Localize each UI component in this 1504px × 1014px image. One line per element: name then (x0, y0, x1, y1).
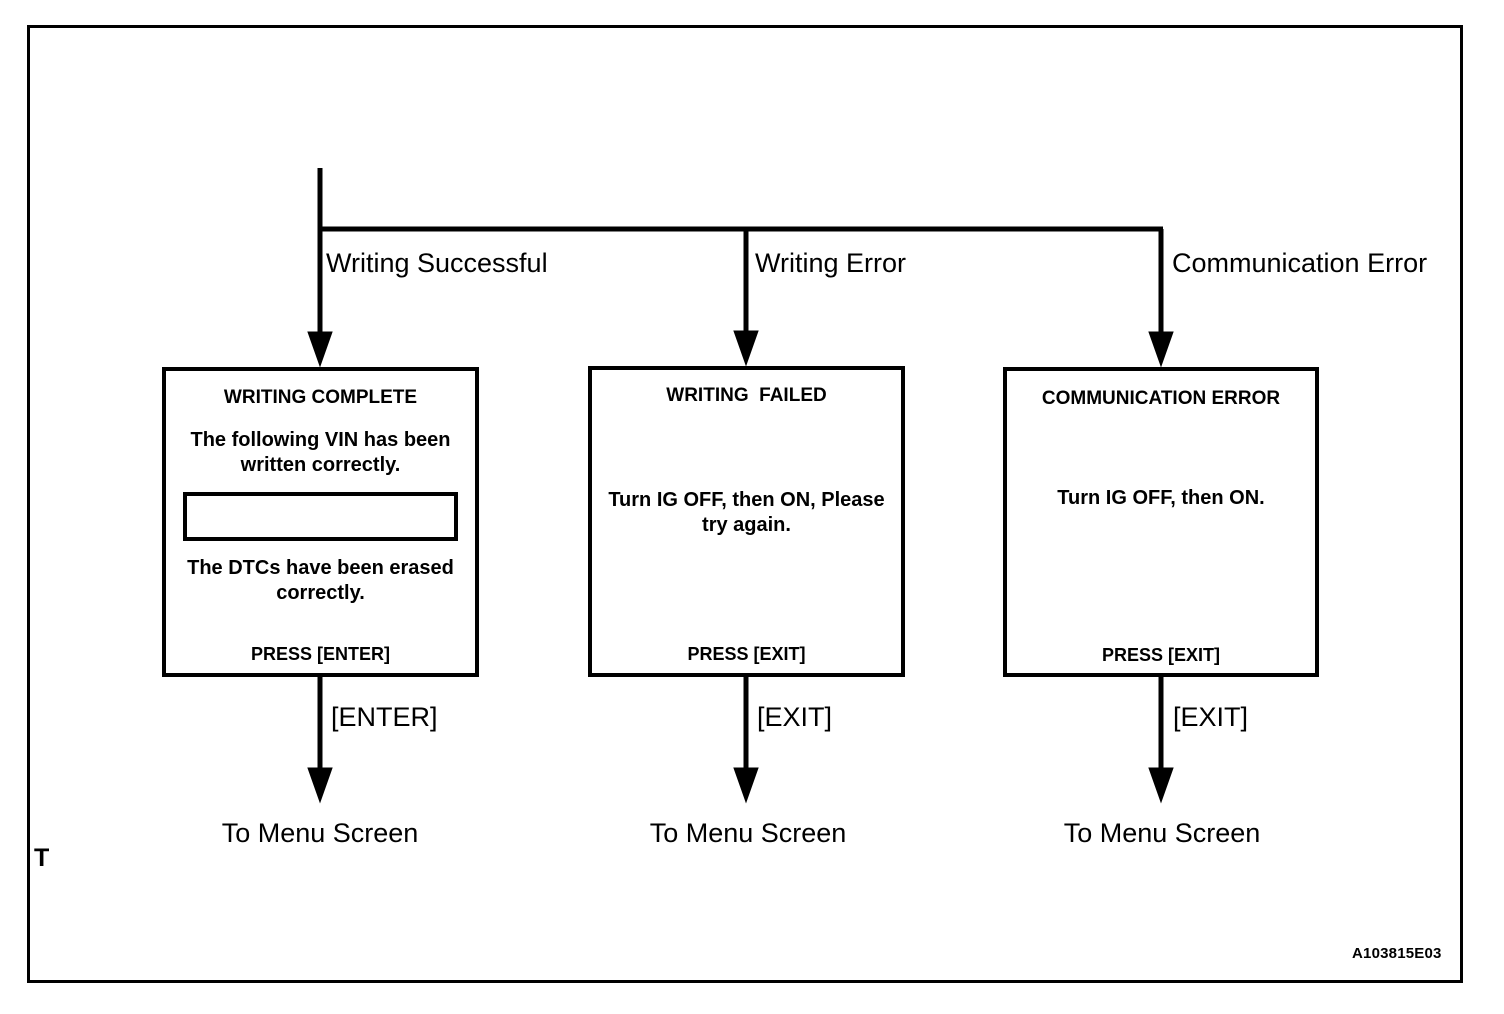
screen-footer-prompt: PRESS [EXIT] (1101, 645, 1221, 665)
key-label-exit-1: [EXIT] (757, 702, 833, 732)
terminal-to-menu-screen-3: To Menu Screen (1063, 818, 1261, 848)
branch-label-writing-error: Writing Error (755, 248, 907, 278)
branch-label-communication-error: Communication Error (1172, 248, 1428, 278)
corner-mark-letter: T (34, 844, 50, 872)
key-label-exit-2: [EXIT] (1173, 702, 1249, 732)
screen-writing-complete: WRITING COMPLETE The following VIN has b… (162, 367, 479, 677)
terminal-to-menu-screen-1: To Menu Screen (221, 818, 419, 848)
screen-title: COMMUNICATION ERROR (1041, 388, 1281, 409)
screen-body-secondary: The DTCs have been erased correctly. (187, 557, 454, 604)
screen-body-primary: The following VIN has been written corre… (190, 429, 451, 476)
screen-communication-error-inner: COMMUNICATION ERROR Turn IG OFF, then ON… (1007, 371, 1315, 673)
branch-label-writing-successful: Writing Successful (326, 248, 548, 278)
screen-communication-error: COMMUNICATION ERROR Turn IG OFF, then ON… (1003, 367, 1319, 677)
screen-footer-prompt: PRESS [ENTER] (250, 644, 391, 664)
key-label-enter: [ENTER] (331, 702, 438, 732)
screen-body-primary: Turn IG OFF, then ON. (1057, 487, 1265, 509)
terminal-to-menu-screen-2: To Menu Screen (649, 818, 847, 848)
screen-title: WRITING COMPLETE (223, 387, 418, 408)
screen-writing-complete-inner: WRITING COMPLETE The following VIN has b… (166, 371, 475, 673)
screen-writing-failed-inner: WRITING FAILED Turn IG OFF, then ON, Ple… (592, 370, 901, 673)
figure-part-number: A103815E03 (1352, 945, 1442, 962)
screen-footer-prompt: PRESS [EXIT] (687, 644, 806, 664)
screen-title: WRITING FAILED (666, 385, 827, 406)
screen-writing-failed: WRITING FAILED Turn IG OFF, then ON, Ple… (588, 366, 905, 677)
screen-body-primary: Turn IG OFF, then ON, Please try again. (608, 489, 885, 536)
page-frame (27, 25, 1463, 983)
vin-value-field[interactable] (183, 492, 458, 541)
